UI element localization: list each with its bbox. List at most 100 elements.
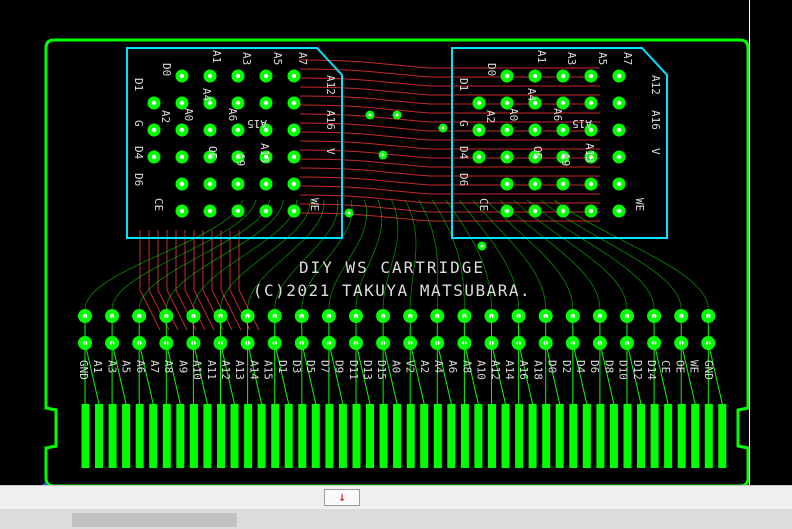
chip-pin-label: A3	[240, 52, 253, 65]
edge-label: D0	[546, 360, 559, 373]
edge-finger	[474, 404, 483, 468]
chip-pad-hole	[263, 181, 269, 187]
chip-pin-label: A6	[551, 108, 564, 121]
finger-trace	[626, 342, 642, 405]
chip-pin-label: A15	[572, 117, 592, 130]
chip-pad-hole	[263, 73, 269, 79]
signal-trace	[220, 199, 311, 310]
edge-label: A16	[517, 360, 530, 380]
scrollbar-thumb[interactable]	[72, 513, 237, 527]
chip-pin-label: A2	[159, 110, 172, 123]
chip-pin-label: OE	[531, 146, 544, 159]
edge-label: OE	[673, 360, 686, 373]
chip-pad-hole	[616, 181, 622, 187]
chip-pin-label: A13	[583, 143, 596, 163]
edge-label: A10	[475, 360, 488, 380]
edge-label: WE	[688, 360, 701, 373]
scroll-down-button[interactable]: ↓	[324, 489, 360, 506]
signal-trace	[328, 199, 367, 310]
chip-pad-hole	[588, 100, 594, 106]
signal-trace	[274, 199, 339, 310]
signal-trace	[458, 199, 519, 310]
chip-pad-hole	[179, 154, 185, 160]
chip-pad-hole	[504, 127, 510, 133]
chip-pad-hole	[263, 154, 269, 160]
edge-label: D8	[602, 360, 615, 373]
edge-finger	[338, 404, 347, 468]
edge-finger	[162, 404, 171, 468]
edge-finger	[108, 404, 117, 468]
copper-trace	[299, 77, 600, 87]
arrow-down-icon: ↓	[338, 490, 346, 505]
signal-trace	[499, 199, 601, 310]
chip-pin-label: D4	[457, 146, 470, 160]
chip-pin-label: A9	[559, 153, 572, 166]
board-outline	[44, 38, 750, 485]
origin-marker	[41, 483, 49, 485]
edge-finger	[528, 404, 537, 468]
finger-trace	[409, 342, 425, 405]
chip-pad-hole	[560, 100, 566, 106]
chip-pin-label: A16	[324, 110, 337, 130]
signal-trace	[472, 199, 547, 310]
chip-pin-label: D4	[132, 146, 145, 160]
edge-label: A12	[489, 360, 502, 380]
edge-label: A14	[503, 360, 516, 380]
edge-finger	[677, 404, 686, 468]
signal-trace	[445, 199, 492, 310]
edge-label: A14	[247, 360, 260, 380]
edge-finger	[230, 404, 239, 468]
edge-finger	[569, 404, 578, 468]
edge-finger	[135, 404, 144, 468]
chip-pad-hole	[532, 100, 538, 106]
board-copyright: (C)2021 TAKUYA MATSUBARA.	[253, 281, 531, 300]
edge-label: A12	[219, 360, 232, 380]
edge-finger	[81, 404, 90, 468]
edge-label: D11	[347, 360, 360, 380]
chip-outline	[126, 47, 343, 239]
edge-label: D5	[304, 360, 317, 373]
edge-label: CE	[659, 360, 672, 373]
chip-pin-label: A16	[649, 110, 662, 130]
chip-pin-label: G	[457, 120, 470, 127]
via-hole	[347, 211, 351, 215]
edge-finger	[298, 404, 307, 468]
chip-pin-label: A0	[507, 108, 520, 121]
edge-label: D1	[276, 360, 289, 373]
chip-pad-hole	[588, 127, 594, 133]
chip-pin-label: A4	[200, 88, 213, 102]
chip-pad-hole	[504, 154, 510, 160]
finger-trace	[599, 342, 615, 405]
chip-pin-label: D6	[457, 173, 470, 186]
edge-label: A7	[148, 360, 161, 373]
chip-pin-label: A4	[525, 88, 538, 102]
edge-finger	[244, 404, 253, 468]
via-hole	[480, 244, 484, 248]
edge-label: A2	[418, 360, 431, 373]
finger-trace	[463, 342, 479, 405]
edge-label: A15	[262, 360, 275, 380]
edge-finger	[447, 404, 456, 468]
edge-label: D4	[574, 360, 587, 374]
chip-pad-hole	[291, 208, 297, 214]
chip-pin-label: A7	[296, 52, 309, 65]
finger-trace	[572, 342, 588, 405]
edge-finger	[623, 404, 632, 468]
chip-pad-hole	[560, 154, 566, 160]
chip-pad-hole	[532, 73, 538, 79]
edge-finger	[704, 404, 713, 468]
via-hole	[395, 113, 399, 117]
chip-pad-hole	[588, 181, 594, 187]
chip-pin-label: A0	[182, 108, 195, 121]
copper-trace	[299, 158, 600, 168]
chip-pad-hole	[588, 208, 594, 214]
signal-trace	[553, 199, 709, 310]
chip-pad-hole	[207, 73, 213, 79]
signal-trace	[165, 199, 284, 310]
chip-pad-hole	[291, 127, 297, 133]
edge-finger	[217, 404, 225, 468]
chip-pad-hole	[235, 208, 241, 214]
horizontal-scrollbar[interactable]	[0, 509, 792, 529]
